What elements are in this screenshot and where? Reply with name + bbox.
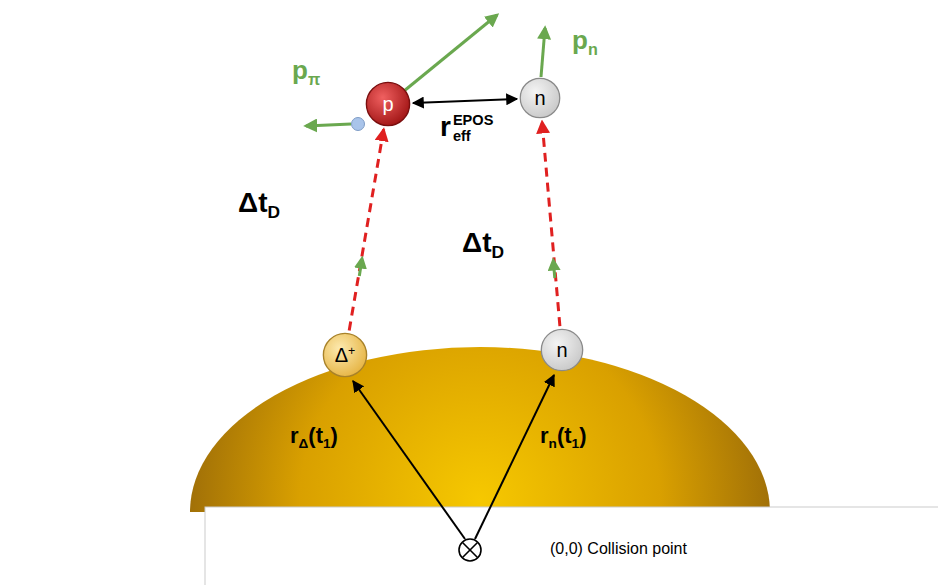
math-label: ) — [579, 423, 586, 448]
math-label: eff — [453, 129, 493, 144]
collision-symbol — [459, 539, 481, 561]
math-label: (t — [308, 423, 323, 448]
ground-band — [205, 507, 938, 585]
neutron-circle: n — [519, 77, 561, 119]
neutron-circle: n — [540, 328, 584, 372]
delta-circle: Δ+ — [322, 332, 368, 378]
math-label: r — [540, 423, 549, 448]
math-label: EPOS — [453, 113, 493, 128]
node-text: n — [556, 340, 567, 360]
math-label: Δ — [299, 436, 309, 451]
edge-label: Δt — [238, 187, 267, 218]
math-label: 1 — [572, 436, 580, 451]
label-group: pπ — [292, 56, 320, 88]
node-text: p — [382, 94, 393, 114]
decay-path — [542, 121, 560, 326]
math-label: r — [290, 423, 299, 448]
math-label: ) — [331, 423, 338, 448]
index-stack: EPOSeff — [453, 113, 493, 144]
label-group: rΔ(t1) — [290, 424, 338, 451]
math-label: 1 — [323, 436, 331, 451]
math-label: n — [588, 40, 598, 58]
momentum-arrow — [306, 124, 351, 126]
particle-symbol: n — [534, 87, 545, 109]
momentum-arrow — [541, 28, 545, 77]
position-arrow — [475, 375, 554, 539]
particle-symbol: p — [382, 93, 393, 115]
node-text: Δ+ — [335, 345, 356, 365]
math-label: D — [267, 202, 280, 222]
pion-dot — [352, 118, 365, 131]
collision-symbol — [463, 543, 478, 558]
math-label: π — [308, 70, 320, 88]
distance-arrow — [413, 99, 517, 103]
label-group: pn — [572, 26, 598, 58]
charge-sign: + — [348, 344, 355, 358]
position-arrow — [353, 381, 465, 539]
math-label: p — [572, 25, 588, 55]
math-label: (0,0) Collision point — [550, 540, 687, 557]
math-label: (t — [557, 423, 572, 448]
label-group: (0,0) Collision point — [550, 540, 687, 558]
particle-symbol: n — [556, 339, 567, 361]
edge-label: r — [440, 111, 451, 142]
node-text: n — [534, 88, 545, 108]
label-group: ΔtD — [462, 228, 504, 262]
edge-label: Δt — [462, 227, 491, 258]
particle-symbol: Δ — [335, 344, 348, 366]
direction-mark — [554, 264, 555, 278]
math-label: D — [491, 242, 504, 262]
decay-path — [349, 129, 384, 331]
momentum-arrow — [404, 15, 497, 91]
label-group: rEPOSeff — [440, 112, 493, 144]
math-label: n — [549, 436, 557, 451]
label-group: ΔtD — [238, 188, 280, 222]
fireball-dome — [190, 347, 770, 512]
math-label: p — [292, 55, 308, 85]
label-group: rn(t1) — [540, 424, 586, 451]
proton-circle: p — [365, 81, 411, 127]
collision-symbol — [463, 543, 478, 558]
direction-mark — [359, 262, 361, 276]
